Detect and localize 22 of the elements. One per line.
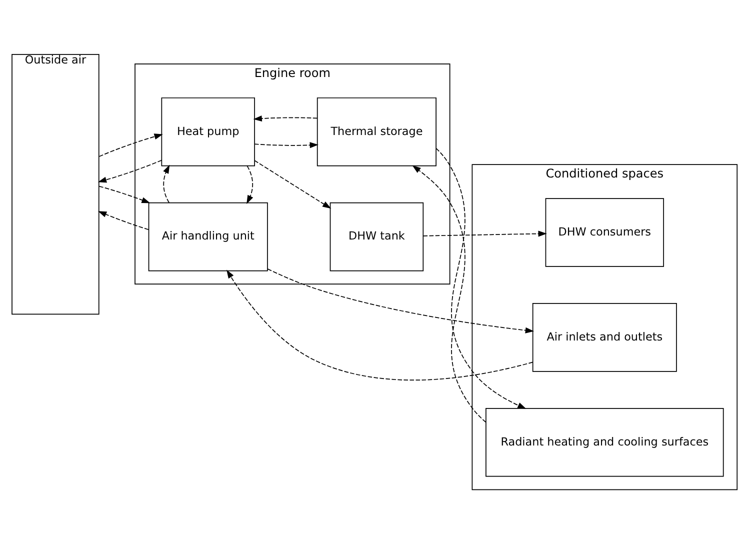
arrow (436, 148, 526, 409)
arrow (412, 165, 486, 423)
arrow (422, 230, 547, 237)
arrow (98, 211, 149, 230)
arrow (267, 268, 534, 334)
arrow (254, 142, 318, 148)
node-box: Air inlets and outlets (532, 303, 677, 372)
node-box: Air handling unit (148, 202, 268, 272)
node-box: Outside air (12, 54, 100, 315)
node-box: Radiant heating and cooling surfaces (486, 408, 724, 477)
arrow (246, 166, 254, 204)
node-box: Heat pump (161, 97, 255, 166)
arrow (254, 160, 332, 209)
node-box: DHW tank (330, 202, 424, 272)
node-box: DHW consumers (545, 198, 664, 267)
arrow (226, 270, 534, 381)
node-box: Thermal storage (316, 97, 436, 166)
arrow (98, 186, 150, 204)
arrow (98, 160, 162, 183)
arrow (253, 116, 318, 122)
arrow (163, 164, 170, 204)
arrow (98, 134, 163, 157)
